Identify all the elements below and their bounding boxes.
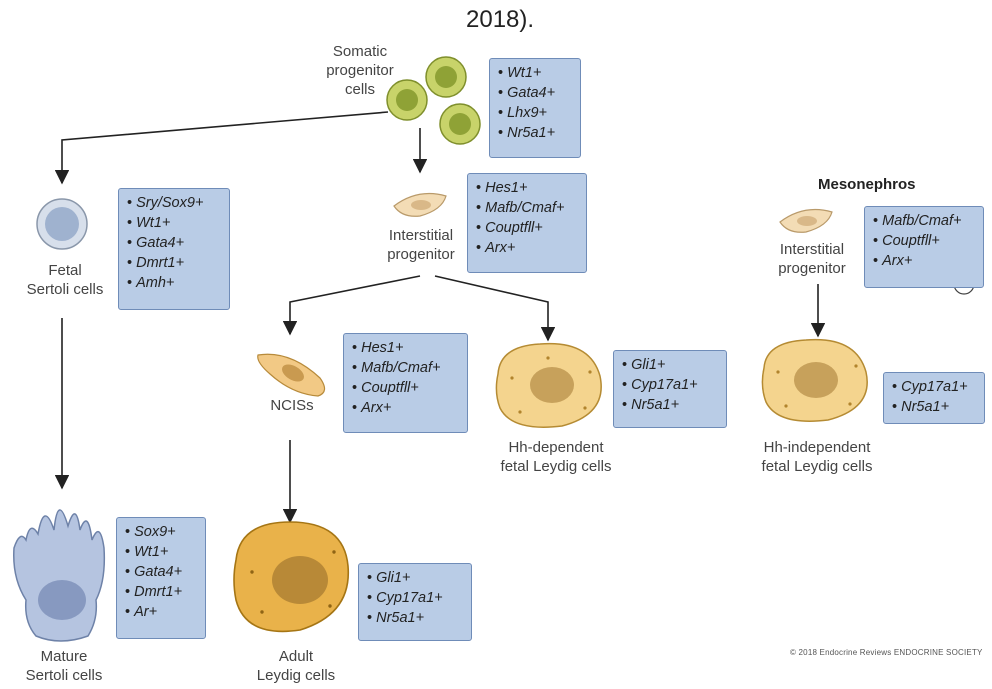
hh-dependent-label-line1: Hh-dependent — [508, 439, 604, 456]
caption-fragment: 2018). — [466, 6, 535, 33]
somatic-cell — [439, 103, 481, 145]
arrow-interstitial-to-ncis — [282, 275, 421, 336]
marker-item: Amh+ — [127, 273, 223, 293]
fetal-sertoli-markers-box: Sry/Sox9+ Wt1+ Gata4+ Dmrt1+ Amh+ — [118, 188, 230, 310]
meso-interstitial-progenitor-label: Interstitial progenitor — [762, 240, 862, 278]
somatic-label-line3: cells — [344, 81, 375, 98]
arrow-somatic-to-sertoli — [54, 111, 389, 185]
hh-independent-label-line2: fetal Leydig cells — [761, 458, 873, 475]
mature-sertoli-label-line2: Sertoli cells — [25, 667, 103, 684]
marker-item: Gata4+ — [498, 83, 574, 103]
hh-dependent-markers-box: Gli1+ Cyp17a1+ Nr5a1+ — [613, 350, 727, 428]
somatic-cell — [425, 56, 467, 98]
meso-interstitial-progenitor-cell-graphic — [779, 209, 833, 233]
marker-item: Couptfll+ — [873, 231, 977, 251]
marker-item: Lhx9+ — [498, 103, 574, 123]
ncis-cell-graphic — [257, 353, 326, 397]
interstitial-label-line1: Interstitial — [388, 227, 454, 244]
marker-item: Mafb/Cmaf+ — [476, 198, 580, 218]
adult-leydig-label-line1: Adult — [278, 648, 314, 665]
marker-item: Nr5a1+ — [622, 395, 720, 415]
copyright-credit: © 2018 Endocrine Reviews ENDOCRINE SOCIE… — [790, 648, 983, 657]
marker-item: Gata4+ — [127, 233, 223, 253]
meso-label-line1: Interstitial — [779, 241, 845, 258]
marker-item: Gli1+ — [622, 355, 720, 375]
marker-item: Dmrt1+ — [125, 582, 199, 602]
interstitial-label-line2: progenitor — [387, 246, 455, 263]
arrow-interstitial-to-hh-dependent — [434, 275, 556, 342]
somatic-label-line2: progenitor — [326, 62, 394, 79]
adult-leydig-cell-graphic — [233, 521, 350, 633]
somatic-label-line1: Somatic — [332, 43, 388, 60]
marker-item: Nr5a1+ — [367, 608, 465, 628]
marker-item: Hes1+ — [352, 338, 461, 358]
marker-item: Mafb/Cmaf+ — [873, 211, 977, 231]
hh-dependent-label: Hh-dependent fetal Leydig cells — [476, 438, 636, 476]
somatic-cell — [386, 79, 428, 121]
adult-leydig-markers-box: Gli1+ Cyp17a1+ Nr5a1+ — [358, 563, 472, 641]
marker-item: Arx+ — [476, 238, 580, 258]
marker-item: Cyp17a1+ — [367, 588, 465, 608]
ncis-label: NCISs — [270, 397, 314, 414]
mature-sertoli-markers-box: Sox9+ Wt1+ Gata4+ Dmrt1+ Ar+ — [116, 517, 206, 639]
interstitial-progenitor-cell-graphic — [393, 193, 447, 217]
ncis-markers-box: Hes1+ Mafb/Cmaf+ Couptfll+ Arx+ — [343, 333, 468, 433]
marker-item: Arx+ — [873, 251, 977, 271]
marker-item: Couptfll+ — [476, 218, 580, 238]
mature-sertoli-label: Mature Sertoli cells — [8, 647, 120, 685]
marker-item: Sox9+ — [125, 522, 199, 542]
marker-item: Mafb/Cmaf+ — [352, 358, 461, 378]
marker-item: Dmrt1+ — [127, 253, 223, 273]
marker-item: Ar+ — [125, 602, 199, 622]
interstitial-markers-box: Hes1+ Mafb/Cmaf+ Couptfll+ Arx+ — [467, 173, 587, 273]
fetal-sertoli-cell-graphic — [36, 198, 88, 250]
marker-item: Gata4+ — [125, 562, 199, 582]
hh-independent-label: Hh-independent fetal Leydig cells — [742, 438, 892, 476]
marker-item: Couptfll+ — [352, 378, 461, 398]
marker-item: Cyp17a1+ — [622, 375, 720, 395]
marker-item: Wt1+ — [498, 63, 574, 83]
hh-dependent-label-line2: fetal Leydig cells — [500, 458, 612, 475]
mature-sertoli-cell-graphic — [13, 509, 106, 642]
fetal-sertoli-label-line1: Fetal — [48, 262, 82, 279]
somatic-progenitor-cells-graphic — [386, 56, 481, 145]
somatic-markers-box: Wt1+ Gata4+ Lhx9+ Nr5a1+ — [489, 58, 581, 158]
marker-item: Cyp17a1+ — [892, 377, 978, 397]
mesonephros-heading: Mesonephros — [818, 176, 916, 193]
hh-independent-label-line1: Hh-independent — [763, 439, 871, 456]
adult-leydig-label: Adult Leydig cells — [240, 647, 352, 685]
hh-dependent-leydig-cell-graphic — [495, 342, 602, 428]
meso-markers-box: Mafb/Cmaf+ Couptfll+ Arx+ — [864, 206, 984, 288]
fetal-sertoli-label-line2: Sertoli cells — [26, 281, 104, 298]
somatic-progenitor-label: Somatic progenitor cells — [320, 42, 400, 99]
marker-item: Wt1+ — [127, 213, 223, 233]
marker-item: Arx+ — [352, 398, 461, 418]
hh-independent-leydig-cell-graphic — [761, 338, 868, 422]
hh-independent-markers-box: Cyp17a1+ Nr5a1+ — [883, 372, 985, 424]
marker-item: Wt1+ — [125, 542, 199, 562]
marker-item: Sry/Sox9+ — [127, 193, 223, 213]
arrows — [54, 111, 826, 524]
marker-item: Nr5a1+ — [498, 123, 574, 143]
fetal-sertoli-label: Fetal Sertoli cells — [10, 261, 120, 299]
mature-sertoli-label-line1: Mature — [40, 648, 88, 665]
meso-label-line2: progenitor — [778, 260, 846, 277]
interstitial-progenitor-label: Interstitial progenitor — [376, 226, 466, 264]
marker-item: Gli1+ — [367, 568, 465, 588]
marker-item: Hes1+ — [476, 178, 580, 198]
marker-item: Nr5a1+ — [892, 397, 978, 417]
adult-leydig-label-line2: Leydig cells — [256, 667, 336, 684]
